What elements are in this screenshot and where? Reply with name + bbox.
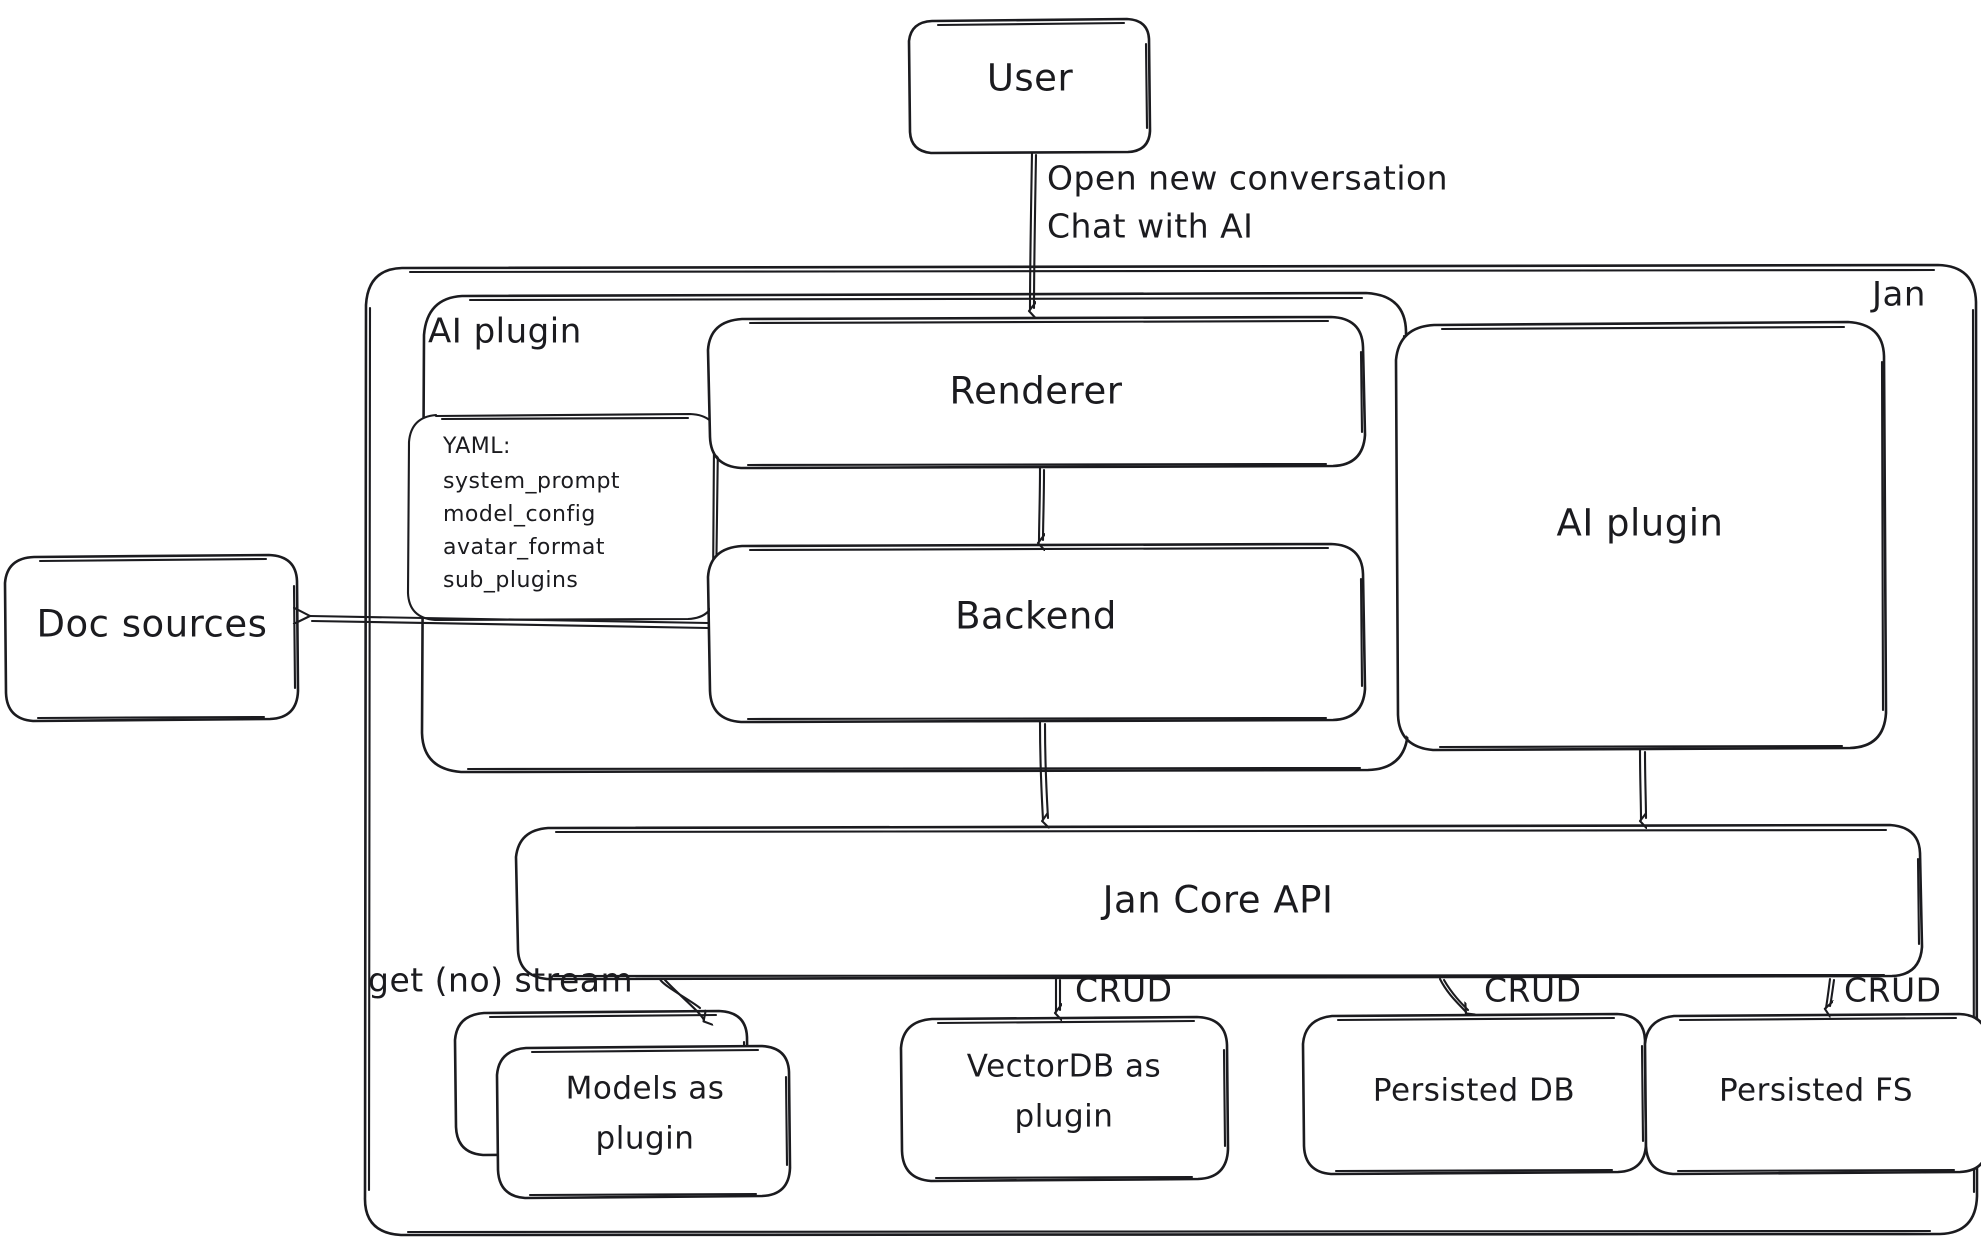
ai-plugin-right-label: AI plugin <box>1557 502 1724 545</box>
persisted-fs-label: Persisted FS <box>1719 1073 1913 1109</box>
yaml-note-line-1: model_config <box>443 502 596 527</box>
persisted-db-label: Persisted DB <box>1373 1073 1575 1109</box>
renderer-label: Renderer <box>950 370 1123 413</box>
persisted-fs-node[interactable] <box>1643 1012 1981 1176</box>
yaml-note-heading: YAML: <box>442 434 511 459</box>
edge-core-to-models <box>658 977 704 1020</box>
edge-core-to-persisted-fs-label: CRUD <box>1844 971 1942 1010</box>
backend-node[interactable] <box>706 542 1367 724</box>
persisted-db-node[interactable] <box>1301 1012 1648 1176</box>
edge-backend-to-doc-sources <box>310 616 710 630</box>
edge-core-to-persisted-fs <box>1826 977 1836 1008</box>
vectordb-plugin-label-line2: plugin <box>1015 1099 1114 1135</box>
yaml-note-line-0: system_prompt <box>443 469 620 494</box>
edge-user-to-renderer-label-line2: Chat with AI <box>1047 207 1253 246</box>
edge-core-to-vectordb-label: CRUD <box>1075 971 1173 1010</box>
backend-label: Backend <box>955 595 1117 638</box>
models-plugin-node[interactable] <box>453 1009 792 1200</box>
edge-backend-to-core <box>1038 720 1048 820</box>
models-plugin-label-line2: plugin <box>596 1121 695 1157</box>
doc-sources-label: Doc sources <box>37 603 268 646</box>
user-node[interactable] <box>907 17 1152 155</box>
yaml-note-line-2: avatar_format <box>443 535 605 560</box>
edge-renderer-to-backend <box>1039 466 1046 542</box>
jan-core-api-label: Jan Core API <box>1101 879 1334 922</box>
edge-user-to-renderer-label-line1: Open new conversation <box>1047 159 1448 198</box>
yaml-note-line-3: sub_plugins <box>443 568 578 593</box>
renderer-node[interactable] <box>706 315 1367 470</box>
jan-core-api-node[interactable] <box>514 823 1924 981</box>
vectordb-plugin-node[interactable] <box>899 1015 1230 1183</box>
models-plugin-label-line1: Models as <box>566 1071 725 1107</box>
edge-ai-plugin-to-core <box>1638 748 1648 820</box>
edge-user-to-renderer <box>1030 151 1038 310</box>
edge-core-to-persisted-db <box>1438 977 1468 1012</box>
doc-sources-node[interactable] <box>3 553 300 723</box>
vectordb-plugin-label-line1: VectorDB as <box>967 1049 1161 1085</box>
edge-core-to-vectordb <box>1056 977 1060 1012</box>
edge-core-to-persisted-db-label: CRUD <box>1484 971 1582 1010</box>
user-label: User <box>987 57 1074 100</box>
jan-container-label: Jan <box>1870 275 1926 315</box>
ai-plugin-right-node[interactable] <box>1394 320 1888 752</box>
edge-core-to-models-label: get (no) stream <box>368 961 633 1000</box>
ai-plugin-group-label: AI plugin <box>428 312 582 352</box>
yaml-note-box <box>406 412 720 622</box>
